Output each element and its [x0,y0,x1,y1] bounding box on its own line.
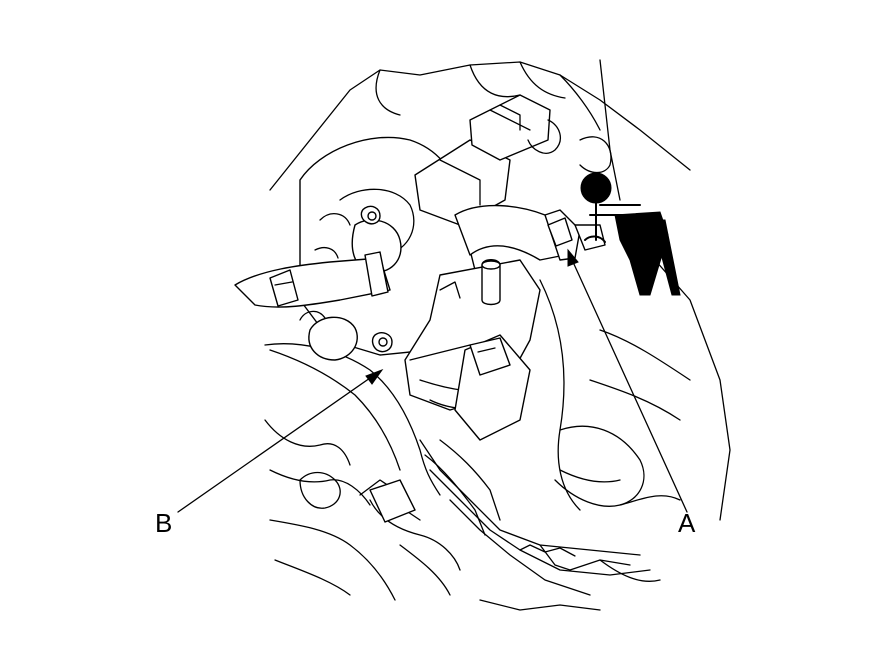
top-connector [414,94,561,226]
callout-b-leader [177,377,371,513]
callout-label-a: A [678,508,696,538]
callout-a-arrowhead [567,248,579,267]
hose-right [454,204,606,261]
lower-hose [369,334,531,536]
engine-background-outline [269,59,731,611]
hose-left [234,251,391,308]
callout-a-leader [572,261,688,513]
callout-label-b: B [155,508,173,538]
callout-b-arrowhead [365,368,384,385]
drain-plug [299,310,358,361]
hose-clamp-tool [580,172,681,296]
